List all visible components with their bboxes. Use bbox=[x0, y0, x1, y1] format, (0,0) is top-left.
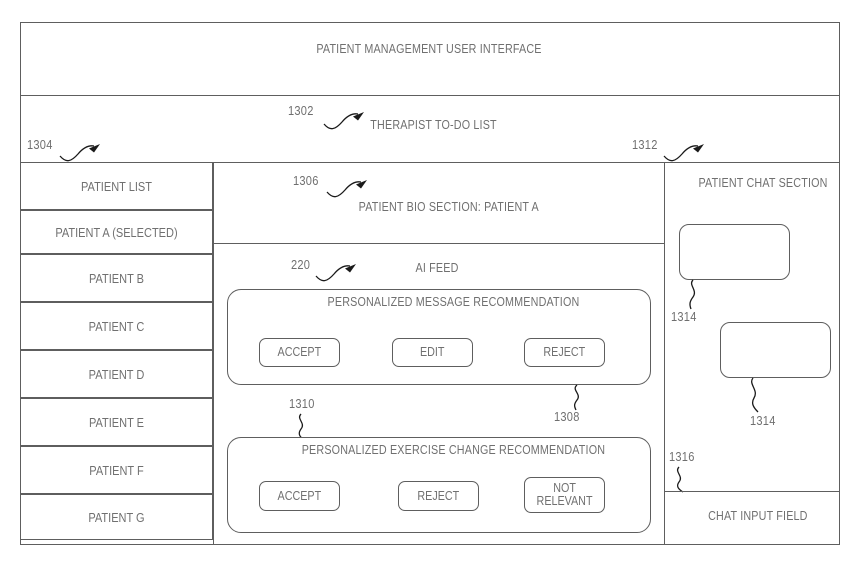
ai-feed-title: AI FEED bbox=[415, 261, 459, 275]
edit-button-label: EDIT bbox=[420, 345, 445, 359]
todo-row-divider bbox=[20, 162, 840, 164]
patient-chat-section-title: PATIENT CHAT SECTION bbox=[698, 176, 828, 190]
reject-button-exercise[interactable]: REJECT bbox=[398, 481, 479, 511]
ref-1302: 1302 bbox=[288, 103, 314, 118]
sidebar-item-label: PATIENT C bbox=[88, 320, 145, 334]
edit-button-message[interactable]: EDIT bbox=[392, 338, 473, 367]
leader-line-1316 bbox=[676, 466, 684, 493]
leader-line-1306 bbox=[326, 180, 367, 198]
not-relevant-button-exercise[interactable]: NOT RELEVANT bbox=[524, 477, 605, 513]
ref-1308: 1308 bbox=[554, 409, 580, 424]
sidebar-item-label: PATIENT B bbox=[88, 272, 144, 286]
leader-line-1312 bbox=[663, 144, 704, 162]
accept-button-exercise[interactable]: ACCEPT bbox=[259, 481, 340, 511]
chat-column-divider bbox=[664, 162, 666, 545]
chat-input-field[interactable]: CHAT INPUT FIELD bbox=[708, 509, 808, 523]
ref-1312: 1312 bbox=[632, 137, 658, 152]
therapist-todo-title: THERAPIST TO-DO LIST bbox=[370, 118, 497, 132]
recommendation-card-message-title: PERSONALIZED MESSAGE RECOMMENDATION bbox=[327, 295, 580, 309]
chat-input-divider bbox=[664, 491, 840, 493]
sidebar-item-patient-g[interactable]: PATIENT G bbox=[20, 494, 213, 540]
leader-line-1308 bbox=[573, 384, 579, 411]
reject-button-label: REJECT bbox=[417, 488, 460, 503]
leader-line-1310 bbox=[298, 413, 304, 440]
sidebar-item-patient-b[interactable]: PATIENT B bbox=[20, 254, 213, 302]
sidebar-item-patient-d[interactable]: PATIENT D bbox=[20, 350, 213, 398]
sidebar-item-label: PATIENT G bbox=[88, 511, 145, 525]
bio-feed-divider bbox=[213, 243, 664, 245]
patient-bio-section-title: PATIENT BIO SECTION: PATIENT A bbox=[358, 200, 539, 214]
title-row-divider bbox=[20, 95, 840, 97]
patient-list-header-label: PATIENT LIST bbox=[81, 180, 152, 194]
ref-1306: 1306 bbox=[293, 173, 319, 188]
sidebar-item-label: PATIENT A (SELECTED) bbox=[55, 226, 178, 240]
recommendation-card-exercise-title: PERSONALIZED EXERCISE CHANGE RECOMMENDAT… bbox=[301, 443, 606, 457]
sidebar-item-patient-e[interactable]: PATIENT E bbox=[20, 398, 213, 446]
sidebar-item-label: PATIENT E bbox=[88, 416, 144, 430]
accept-button-label: ACCEPT bbox=[277, 345, 322, 359]
leader-line-220 bbox=[315, 264, 356, 282]
chat-bubble-incoming bbox=[679, 224, 790, 280]
recommendation-card-message bbox=[227, 289, 651, 385]
accept-button-label: ACCEPT bbox=[277, 488, 322, 503]
sidebar-item-patient-f[interactable]: PATIENT F bbox=[20, 446, 213, 494]
ref-220: 220 bbox=[291, 257, 311, 272]
chat-bubble-outgoing bbox=[720, 322, 831, 378]
patient-list-header: PATIENT LIST bbox=[20, 162, 213, 210]
not-relevant-button-label: NOT RELEVANT bbox=[536, 481, 593, 508]
leader-line-1302 bbox=[323, 112, 364, 130]
ref-1314-a: 1314 bbox=[671, 309, 697, 324]
sidebar-item-label: PATIENT F bbox=[89, 464, 144, 478]
sidebar-column-divider bbox=[213, 162, 215, 545]
ref-1310: 1310 bbox=[289, 396, 315, 411]
reject-button-message[interactable]: REJECT bbox=[524, 338, 605, 367]
ref-1304: 1304 bbox=[27, 137, 53, 152]
reject-button-label: REJECT bbox=[543, 345, 586, 359]
sidebar-item-patient-c[interactable]: PATIENT C bbox=[20, 302, 213, 350]
leader-line-1304 bbox=[59, 144, 100, 162]
sidebar-item-label: PATIENT D bbox=[88, 368, 145, 382]
leader-line-1314-b bbox=[751, 377, 759, 413]
accept-button-message[interactable]: ACCEPT bbox=[259, 338, 340, 367]
ref-1314-b: 1314 bbox=[750, 413, 776, 428]
leader-line-1314-a bbox=[689, 279, 696, 310]
page-title: PATIENT MANAGEMENT USER INTERFACE bbox=[316, 42, 542, 56]
sidebar-item-patient-a[interactable]: PATIENT A (SELECTED) bbox=[20, 210, 213, 254]
ref-1316: 1316 bbox=[669, 449, 695, 464]
